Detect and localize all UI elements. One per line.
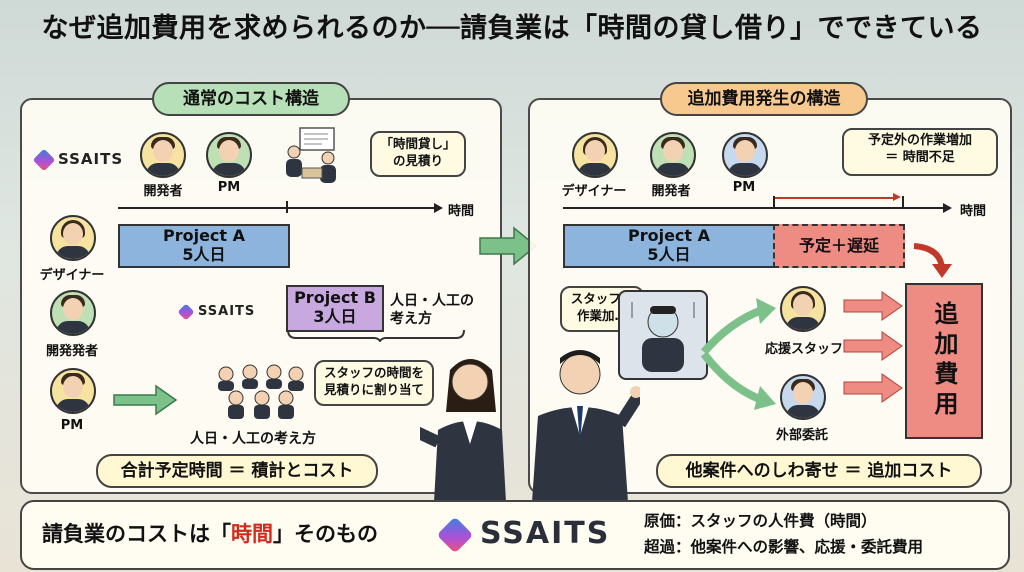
meeting-illustration: [282, 126, 348, 186]
project-b-name: Project B: [294, 288, 376, 307]
page-title: なぜ追加費用を求められるのか──請負業は「時間の貸し借り」でできている: [41, 13, 983, 44]
footer-summary: 請負業のコストは「時間」そのもの: [42, 518, 378, 548]
footer-overrun-line: 超過：他案件への影響、応援・委託費用: [644, 538, 924, 556]
delay-to-cost-arrow: [913, 243, 952, 278]
presenter-man: [520, 344, 644, 506]
pm2-avatar: [50, 368, 96, 414]
r-pm-avatar: [722, 132, 768, 178]
ssaits-logo-text: SSAITS: [58, 150, 124, 168]
allocate-arrow: [113, 384, 178, 416]
right-timeline-arrowhead: [943, 203, 952, 213]
staff-group-illustration: [206, 362, 310, 422]
right-timeline-tick-2: [902, 196, 904, 208]
developer-avatar: [140, 132, 186, 178]
support-staff-label: 応援スタッフ: [764, 342, 843, 357]
delay-bar: 予定＋遅延: [773, 224, 905, 268]
group-label: 人日・人工の考え方: [190, 431, 316, 447]
outsource-label: 外部委託: [775, 428, 828, 443]
left-timeline-tick: [286, 201, 288, 213]
footer-logo-icon: [436, 516, 474, 553]
right-project-a-days: 5人日: [647, 245, 691, 264]
project-b-days: 3人日: [313, 307, 357, 326]
footer-logo: SSAITS: [436, 516, 611, 553]
ssaits-logo-small-text: SSAITS: [198, 304, 256, 319]
right-timeline-tick-1: [773, 196, 775, 208]
right-project-a-name: Project A: [627, 226, 711, 245]
footer-logo-text: SSAITS: [480, 516, 611, 551]
footer-cost-line: 原価：スタッフの人件費（時間）: [644, 512, 877, 530]
ssaits-logo: SSAITS: [32, 148, 124, 171]
ssaits-logo-small-icon: [177, 303, 195, 320]
left-bottom-summary: 合計予定時間 ＝ 積計とコスト: [96, 454, 378, 488]
right-bottom-summary: 他案件へのしわ寄せ ＝ 追加コスト: [656, 454, 982, 488]
estimate-speech: 「時間貸し」 の見積り: [370, 131, 466, 177]
person-day-note: 人日・人工の 考え方: [390, 293, 474, 327]
pm2-label: PM: [60, 418, 84, 433]
footer-summary-highlight: 時間: [231, 522, 273, 546]
designer-avatar: [50, 215, 96, 261]
r-designer-label: デザイナー: [561, 184, 627, 199]
overrun-line: [775, 197, 895, 199]
outsource-avatar: [780, 374, 826, 420]
right-timeline: [563, 207, 945, 209]
allocate-speech: スタッフの時間を 見積りに割り当て: [314, 360, 434, 406]
right-time-label: 時間: [960, 204, 987, 219]
right-project-a-bar: Project A 5人日: [563, 224, 775, 268]
project-b-bar: Project B 3人日: [286, 285, 384, 332]
transition-arrow: [479, 226, 538, 266]
designer-label: デザイナー: [39, 268, 105, 283]
footer-details: 原価：スタッフの人件費（時間） 超過：他案件への影響、応援・委託費用: [644, 508, 923, 560]
pm-label: PM: [217, 180, 241, 195]
r-developer-label: 開発者: [651, 184, 691, 199]
additional-cost-box: 追加費用: [905, 283, 983, 439]
overrun-speech: 予定外の作業増加 ＝ 時間不足: [842, 128, 998, 176]
right-panel-heading: 追加費用発生の構造: [660, 82, 868, 116]
developer2-avatar: [50, 290, 96, 336]
ssaits-logo-icon: [32, 148, 56, 171]
left-timeline-arrowhead: [434, 203, 443, 213]
ssaits-logo-small: SSAITS: [177, 303, 256, 320]
presenter-woman: [392, 352, 520, 506]
footer-summary-suffix: 」そのもの: [273, 522, 378, 546]
overrun-arrowhead: [893, 193, 901, 201]
cost-arrows: [843, 291, 903, 403]
developer-label: 開発者: [143, 184, 183, 199]
left-time-label: 時間: [448, 204, 475, 219]
left-project-a-days: 5人日: [182, 245, 226, 264]
left-project-a-bar: Project A 5人日: [118, 224, 290, 268]
left-project-a-name: Project A: [162, 226, 246, 245]
r-pm-label: PM: [732, 180, 756, 195]
pm-avatar: [206, 132, 252, 178]
split-arrows: [700, 298, 776, 410]
r-designer-avatar: [572, 132, 618, 178]
developer2-label: 開発発者: [45, 344, 98, 359]
left-panel-heading: 通常のコスト構造: [152, 82, 350, 116]
support-staff-avatar: [780, 286, 826, 332]
stressed-worker-illustration: [618, 290, 708, 380]
footer-panel: 請負業のコストは「時間」そのもの SSAITS 原価：スタッフの人件費（時間） …: [20, 500, 1010, 570]
footer-summary-prefix: 請負業のコストは「: [42, 522, 231, 546]
left-timeline: [118, 207, 436, 209]
r-developer-avatar: [650, 132, 696, 178]
project-b-bracket: [287, 329, 465, 342]
